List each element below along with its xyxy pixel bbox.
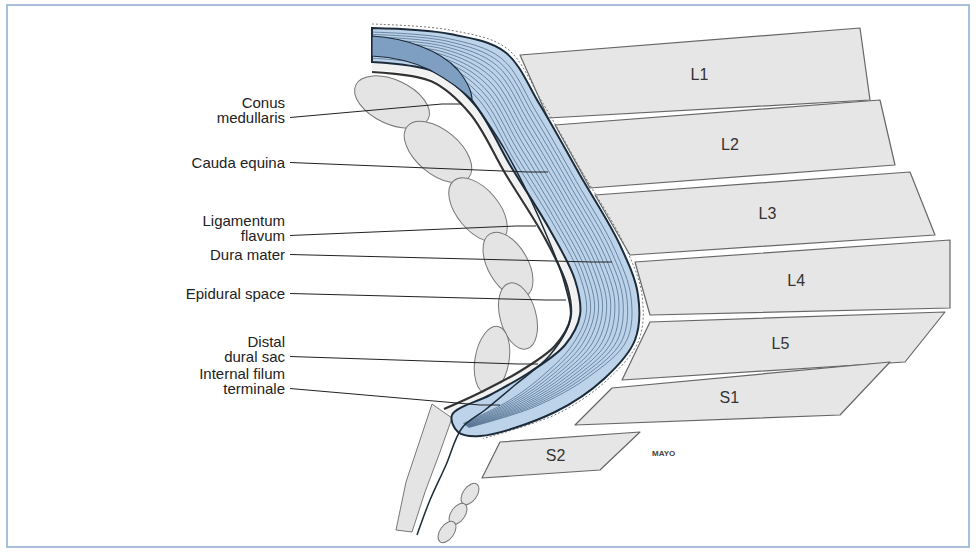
- nerve-root: [372, 39, 619, 426]
- vertebral-body: [635, 240, 950, 315]
- nerve-root: [372, 46, 607, 425]
- vertebral-body: [575, 362, 890, 425]
- vertebral-body: [482, 432, 640, 478]
- vertebra-label: L1: [691, 67, 709, 83]
- vertebra-label: L2: [721, 137, 739, 153]
- nerve-root: [372, 37, 623, 427]
- part-label: Epidural space: [185, 286, 285, 301]
- vertebra-label: L5: [772, 336, 790, 352]
- spinal-cord: [372, 36, 472, 100]
- vertebra-label: S2: [546, 448, 566, 464]
- vertebra-label: S1: [719, 390, 739, 406]
- vertebral-body: [622, 312, 945, 380]
- leader-line: [290, 255, 612, 263]
- vertebral-body: [595, 172, 935, 255]
- part-label: Conus medullaris: [185, 95, 285, 125]
- nerve-root: [372, 54, 595, 425]
- leader-line: [290, 163, 548, 173]
- vertebra-label: L3: [759, 206, 777, 222]
- nerve-root: [372, 44, 611, 426]
- nerve-root: [372, 49, 603, 425]
- nerve-root: [372, 58, 587, 423]
- coccyx-segment: [434, 518, 459, 546]
- dural-sac: [372, 28, 639, 436]
- anterior-epidural: [372, 24, 643, 438]
- part-label: Cauda equina: [185, 155, 285, 170]
- vertebral-body: [555, 100, 895, 188]
- part-label: Ligamentum flavum: [185, 213, 285, 243]
- leader-line: [290, 294, 566, 301]
- watermark: MAYO: [652, 450, 675, 458]
- vertebra-label: L4: [787, 273, 805, 289]
- part-label: Dura mater: [185, 247, 285, 262]
- leader-line: [290, 357, 538, 365]
- nerve-root: [372, 32, 632, 427]
- nerve-root: [372, 42, 615, 426]
- leader-line: [290, 389, 500, 406]
- leader-line: [290, 226, 536, 236]
- sacrum-wall: [396, 404, 452, 532]
- nerve-root: [372, 56, 591, 424]
- part-label: Internal filum terminale: [180, 366, 285, 396]
- part-label: Distal dural sac: [210, 334, 285, 364]
- leader-line: [290, 104, 462, 118]
- filum-terminale: [417, 100, 571, 535]
